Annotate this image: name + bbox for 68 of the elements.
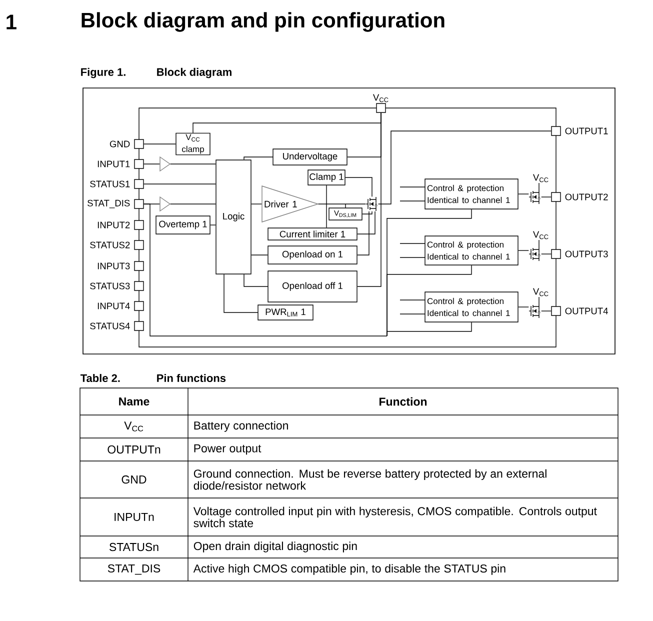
pin-label: STATUS1 — [90, 180, 130, 188]
block-box: Openload on 1 — [268, 246, 358, 264]
table-cell: Function — [380, 397, 427, 406]
pin-label: STATUS4 — [90, 322, 130, 330]
wire — [357, 211, 370, 256]
pin-label: OUTPUT4 — [565, 308, 608, 314]
wire — [541, 310, 552, 312]
pin-label: V$_{CC}$ — [533, 288, 548, 296]
section-number: 1 — [6, 14, 16, 30]
pin-label: INPUT1 — [98, 160, 130, 168]
table-cell: Battery connection — [194, 421, 288, 432]
pin-label: OUTPUT2 — [565, 194, 608, 200]
table-cell: Open drain digital diagnostic pin — [194, 542, 357, 552]
pin-label: STATUS2 — [90, 242, 130, 248]
pin-label: INPUT2 — [98, 222, 130, 228]
table-cell: Ground connection. Must be reverse battery protected by an external diode/resistor network — [194, 469, 546, 490]
pin-label: GND — [110, 140, 130, 148]
caption: Figure 1. — [81, 68, 126, 78]
block-box: Control & protection Identical to channel 1 — [424, 178, 518, 210]
wire — [362, 211, 372, 214]
caption: Pin functions — [157, 374, 226, 382]
driver-triangle: Driver 1 — [262, 186, 320, 222]
wire — [378, 130, 552, 204]
transistor-symbol — [366, 196, 378, 212]
wire — [251, 254, 268, 256]
block-box: Clamp 1 — [308, 170, 346, 186]
caption: Table 2. — [80, 374, 120, 382]
block-box: Current limiter 1 — [268, 228, 358, 240]
wire — [541, 196, 552, 198]
wire — [210, 224, 216, 226]
table-cell: GND — [122, 475, 146, 484]
pin-label: STATUS3 — [90, 282, 130, 290]
table-cell: Power output — [194, 444, 262, 455]
table-cell: INPUTn — [114, 513, 154, 522]
block-box: Control & protection Identical to channel 1 — [424, 236, 518, 266]
pin-label: STAT_DIS — [88, 200, 130, 208]
pin-label: V$_{CC}$ — [533, 174, 548, 182]
block-box: V$_{CC}$ clamp — [176, 132, 210, 156]
block-box: Overtemp 1 — [156, 216, 210, 234]
wire — [224, 274, 258, 313]
section-title: Block diagram and pin configuration — [82, 12, 444, 32]
block-box: Openload off 1 — [268, 270, 358, 302]
pin-label: OUTPUT1 — [565, 128, 608, 134]
wire — [357, 211, 376, 234]
block-box: PWR$_{LIM}$ 1 — [258, 304, 314, 320]
wire — [244, 274, 268, 287]
wire — [518, 250, 529, 251]
block-box: Control & protection Identical to channel 1 — [424, 292, 518, 322]
table-cell: STATUSn — [110, 542, 158, 552]
pin-label: V$_{CC}$ — [533, 231, 548, 240]
pin-label: V$_{CC}$ — [373, 94, 388, 102]
table-cell: Name — [119, 398, 150, 406]
caption: Block diagram — [157, 68, 232, 78]
table-cell: Voltage controlled input pin with hysteresis, CMOS compatible. Controls output switch state — [193, 506, 597, 528]
wire — [518, 306, 529, 308]
table-cell: Active high CMOS compatible pin, to disable the STATUS pin — [193, 564, 506, 575]
block-box: Undervoltage — [272, 148, 348, 166]
wire — [326, 185, 327, 228]
table-cell: V$_{CC}$ — [124, 422, 144, 432]
table-cell: STAT_DIS — [108, 564, 160, 575]
wire — [357, 112, 382, 287]
pin-label: INPUT4 — [98, 302, 130, 310]
block-box: Logic — [216, 160, 252, 274]
pin-label: OUTPUT3 — [565, 250, 608, 258]
pin-label: INPUT3 — [98, 262, 130, 270]
table-cell: OUTPUTn — [108, 445, 160, 454]
wire — [345, 177, 372, 197]
wire — [244, 156, 274, 160]
